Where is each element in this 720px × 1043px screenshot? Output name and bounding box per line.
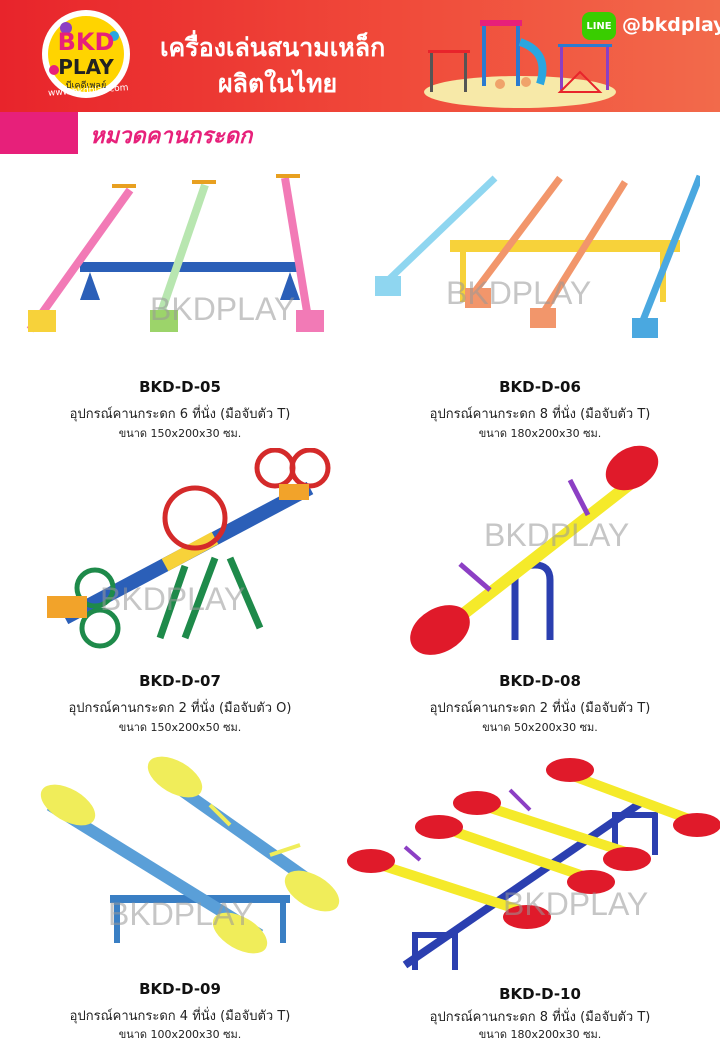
watermark: BKDPLAY: [503, 886, 648, 922]
product-desc: อุปกรณ์คานกระดก 6 ที่นั่ง (มือจับตัว T): [69, 407, 291, 422]
product-code: BKD-D-10: [499, 985, 581, 1003]
product-size: ขนาด 150x200x50 ซม.: [118, 721, 242, 734]
product-desc: อุปกรณ์คานกระดก 2 ที่นั่ง (มือจับตัว T): [429, 701, 651, 716]
product-size: ขนาด 100x200x30 ซม.: [118, 1028, 242, 1041]
product-desc: อุปกรณ์คานกระดก 2 ที่นั่ง (มือจับตัว O): [68, 701, 292, 716]
category-title: หมวดคานกระดก: [90, 124, 253, 149]
product-code: BKD-D-09: [139, 980, 221, 998]
product-image-bkd-d-09[interactable]: BKDPLAY: [30, 755, 340, 965]
product-image-bkd-d-05[interactable]: BKDPLAY: [20, 170, 340, 345]
svg-text:PLAY: PLAY: [58, 55, 114, 79]
tagline-line2: ผลิตในไทย: [218, 69, 338, 98]
product-image-bkd-d-10[interactable]: BKDPLAY: [345, 755, 720, 980]
product-code: BKD-D-05: [139, 378, 221, 396]
line-app-icon[interactable]: LINE: [582, 12, 616, 40]
svg-text:BKD: BKD: [58, 28, 115, 56]
product-code: BKD-D-06: [499, 378, 581, 396]
product-image-bkd-d-07[interactable]: BKDPLAY: [35, 448, 335, 658]
watermark: BKDPLAY: [108, 896, 253, 932]
product-size: ขนาด 180x200x30 ซม.: [478, 427, 602, 440]
product-desc: อุปกรณ์คานกระดก 8 ที่นั่ง (มือจับตัว T): [429, 1010, 651, 1025]
header-banner: BKD PLAY บีเคดีเพลย์ www.bkdplay.com เคร…: [0, 0, 720, 112]
watermark: BKDPLAY: [150, 291, 295, 327]
product-image-bkd-d-08[interactable]: BKDPLAY: [400, 440, 690, 670]
svg-text:บีเคดีเพลย์: บีเคดีเพลย์: [66, 79, 106, 91]
tagline-line1: เครื่องเล่นสนามเหล็ก: [160, 33, 386, 62]
product-code: BKD-D-07: [139, 672, 221, 690]
watermark: BKDPLAY: [484, 517, 629, 553]
category-bar: หมวดคานกระดก: [0, 112, 720, 154]
product-desc: อุปกรณ์คานกระดก 8 ที่นั่ง (มือจับตัว T): [429, 407, 651, 422]
product-code: BKD-D-08: [499, 672, 581, 690]
product-size: ขนาด 150x200x30 ซม.: [118, 427, 242, 440]
product-image-bkd-d-06[interactable]: BKDPLAY: [370, 168, 700, 348]
line-handle[interactable]: @bkdplay: [622, 14, 720, 36]
watermark: BKDPLAY: [100, 581, 245, 617]
playground-illustration: [424, 20, 616, 108]
watermark: BKDPLAY: [446, 275, 591, 311]
bkd-play-logo: BKD PLAY บีเคดีเพลย์: [42, 10, 130, 98]
product-size: ขนาด 50x200x30 ซม.: [482, 721, 598, 734]
product-size: ขนาด 180x200x30 ซม.: [478, 1028, 602, 1041]
category-accent: [0, 112, 78, 154]
product-desc: อุปกรณ์คานกระดก 4 ที่นั่ง (มือจับตัว T): [69, 1009, 291, 1024]
